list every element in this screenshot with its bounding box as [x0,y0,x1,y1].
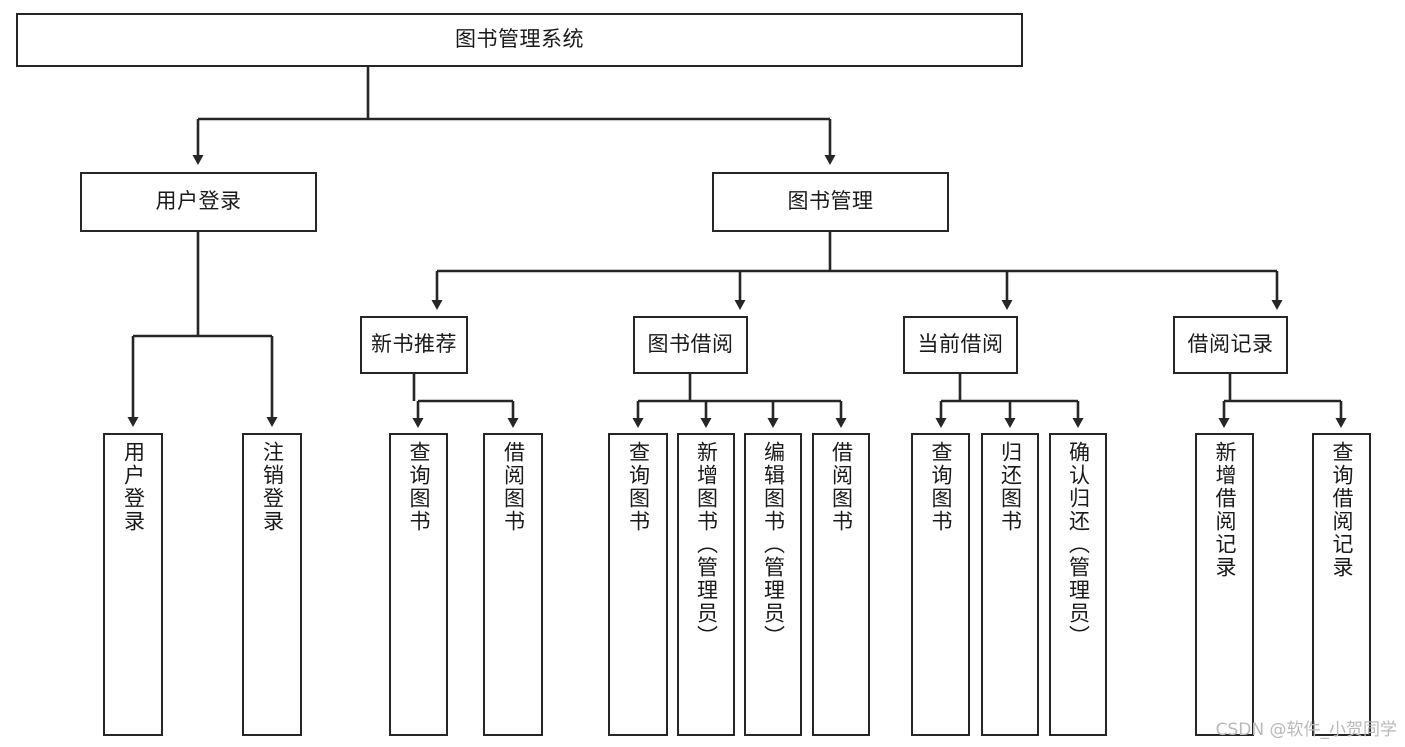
node-book-management[interactable]: 图书管理 [712,172,949,232]
node-label: 查询图书 [626,441,651,533]
leaf-add-book-admin[interactable]: 新增图书（管理员） [677,433,735,736]
node-label: 编辑图书（管理员） [761,441,786,648]
node-label: 新增图书（管理员） [694,441,719,648]
leaf-edit-book-admin[interactable]: 编辑图书（管理员） [744,433,802,736]
leaf-confirm-return-admin[interactable]: 确认归还（管理员） [1049,433,1107,736]
leaf-query-book-current[interactable]: 查询图书 [911,433,970,736]
node-new-book-recommend[interactable]: 新书推荐 [360,316,468,374]
node-label: 用户登录 [121,441,146,533]
leaf-return-book[interactable]: 归还图书 [981,433,1039,736]
node-label: 新书推荐 [371,332,457,357]
leaf-query-book-borrow[interactable]: 查询图书 [608,433,668,736]
leaf-borrow-book-new[interactable]: 借阅图书 [483,433,543,736]
node-book-borrow[interactable]: 图书借阅 [633,316,748,374]
node-label: 查询借阅记录 [1330,441,1354,579]
leaf-query-borrow-record[interactable]: 查询借阅记录 [1312,433,1371,736]
node-label: 图书管理 [787,189,874,214]
node-label: 借阅图书 [501,441,526,533]
node-user-login[interactable]: 用户登录 [80,172,317,232]
node-label: 查询图书 [929,441,953,533]
node-label: 新增借阅记录 [1213,441,1237,579]
node-label: 确认归还（管理员） [1066,441,1091,648]
node-label: 查询图书 [407,441,431,533]
node-label: 图书借阅 [647,332,734,357]
node-label: 借阅图书 [829,441,854,533]
leaf-add-borrow-record[interactable]: 新增借阅记录 [1195,433,1254,736]
node-label: 借阅记录 [1187,332,1274,357]
node-borrow-record[interactable]: 借阅记录 [1173,316,1288,374]
node-label: 注销登录 [260,441,285,533]
node-label: 用户登录 [155,189,242,214]
leaf-query-book-new[interactable]: 查询图书 [389,433,448,736]
leaf-user-login[interactable]: 用户登录 [103,433,163,736]
node-current-borrow[interactable]: 当前借阅 [903,316,1018,374]
node-root-system[interactable]: 图书管理系统 [16,13,1023,67]
leaf-borrow-book[interactable]: 借阅图书 [812,433,870,736]
node-label: 归还图书 [998,441,1023,533]
node-label: 图书管理系统 [455,27,584,52]
node-label: 当前借阅 [917,332,1004,357]
leaf-logout[interactable]: 注销登录 [242,433,302,736]
